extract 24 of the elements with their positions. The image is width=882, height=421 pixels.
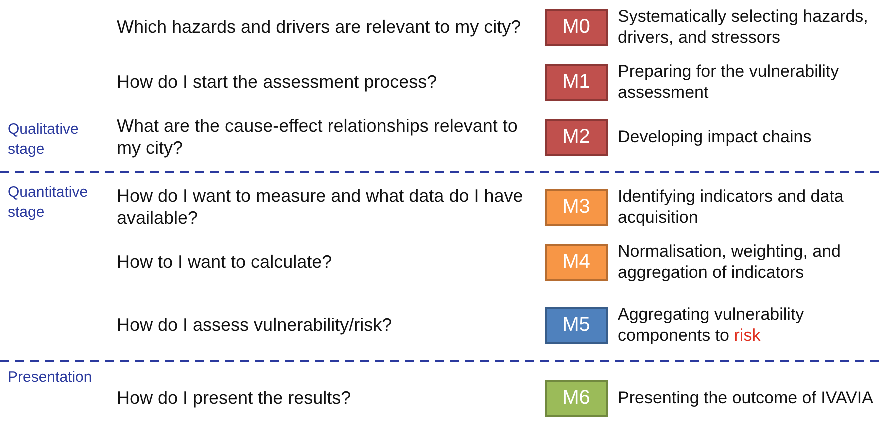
module-description: Aggregating vulnerability components to risk xyxy=(618,304,806,346)
question-text: Which hazards and drivers are relevant to my city? xyxy=(117,16,522,38)
module-box: M5 xyxy=(545,307,608,344)
module-description: Presenting the outcome of IVAVIA xyxy=(618,388,874,408)
module-box: M6 xyxy=(545,380,608,417)
module-box: M3 xyxy=(545,189,608,226)
question-text: How do I present the results? xyxy=(117,387,352,409)
question-text: How do I want to measure and what data do I have available? xyxy=(117,185,524,229)
module-description: Systematically selecting hazards, drivers, and stressors xyxy=(618,6,870,48)
question-text: How do I assess vulnerability/risk? xyxy=(117,314,394,336)
question-text: What are the cause-effect relationships relevant to my city? xyxy=(117,115,519,159)
module-box: M4 xyxy=(545,244,608,281)
stage-label: Qualitative stage xyxy=(8,120,80,160)
module-box: M2 xyxy=(545,119,608,156)
module-description: Preparing for the vulnerability assessment xyxy=(618,61,840,103)
module-box: M1 xyxy=(545,64,608,101)
question-text: How to I want to calculate? xyxy=(117,251,334,273)
stage-label: Quantitative stage xyxy=(8,183,90,223)
stage-label: Presentation xyxy=(8,368,94,388)
module-description: Developing impact chains xyxy=(618,126,813,148)
question-text: How do I start the assessment process? xyxy=(117,71,438,93)
module-description: Identifying indicators and data acquisition xyxy=(618,186,845,228)
module-box: M0 xyxy=(545,9,608,46)
module-description: Normalisation, weighting, and aggregation of indicators xyxy=(618,241,842,283)
